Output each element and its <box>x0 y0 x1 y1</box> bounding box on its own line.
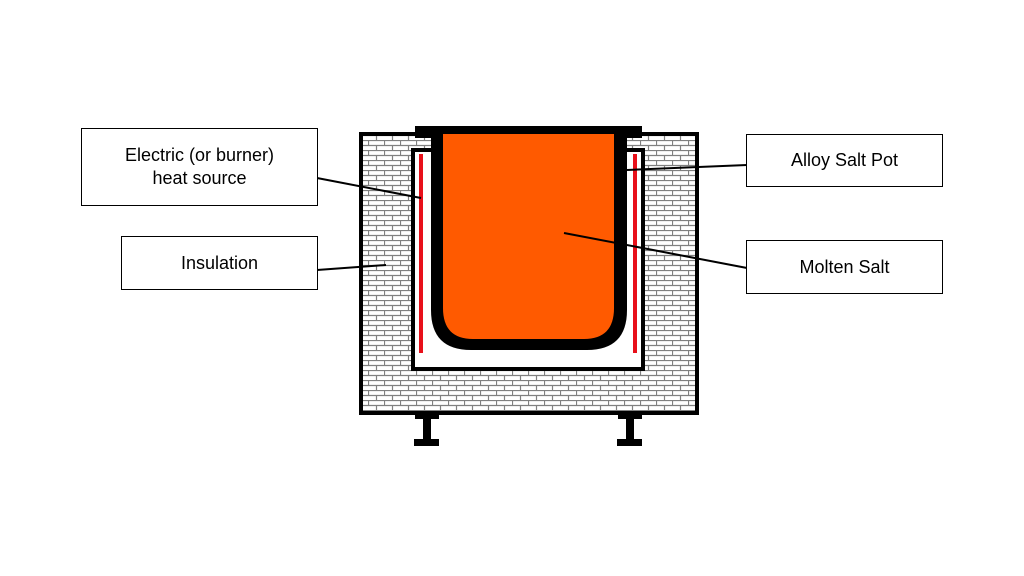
heating-element-left <box>419 154 423 353</box>
leg-right <box>617 413 642 446</box>
label-heat-source-text: Electric (or burner) heat source <box>124 145 275 188</box>
heating-element-right <box>633 154 637 353</box>
leader-pot <box>626 164 748 171</box>
leader-insulation <box>316 264 387 271</box>
label-pot-text: Alloy Salt Pot <box>790 150 899 170</box>
label-insulation: Insulation <box>121 236 318 290</box>
label-heat-source: Electric (or burner) heat source <box>81 128 318 206</box>
label-insulation-text: Insulation <box>180 252 259 273</box>
label-pot: Alloy Salt Pot <box>746 134 943 187</box>
leader-salt <box>563 232 748 269</box>
label-salt: Molten Salt <box>746 240 943 294</box>
molten-salt <box>443 134 614 339</box>
label-salt-text: Molten Salt <box>799 256 890 277</box>
leader-heat-source <box>316 177 422 199</box>
leg-left <box>414 413 439 446</box>
